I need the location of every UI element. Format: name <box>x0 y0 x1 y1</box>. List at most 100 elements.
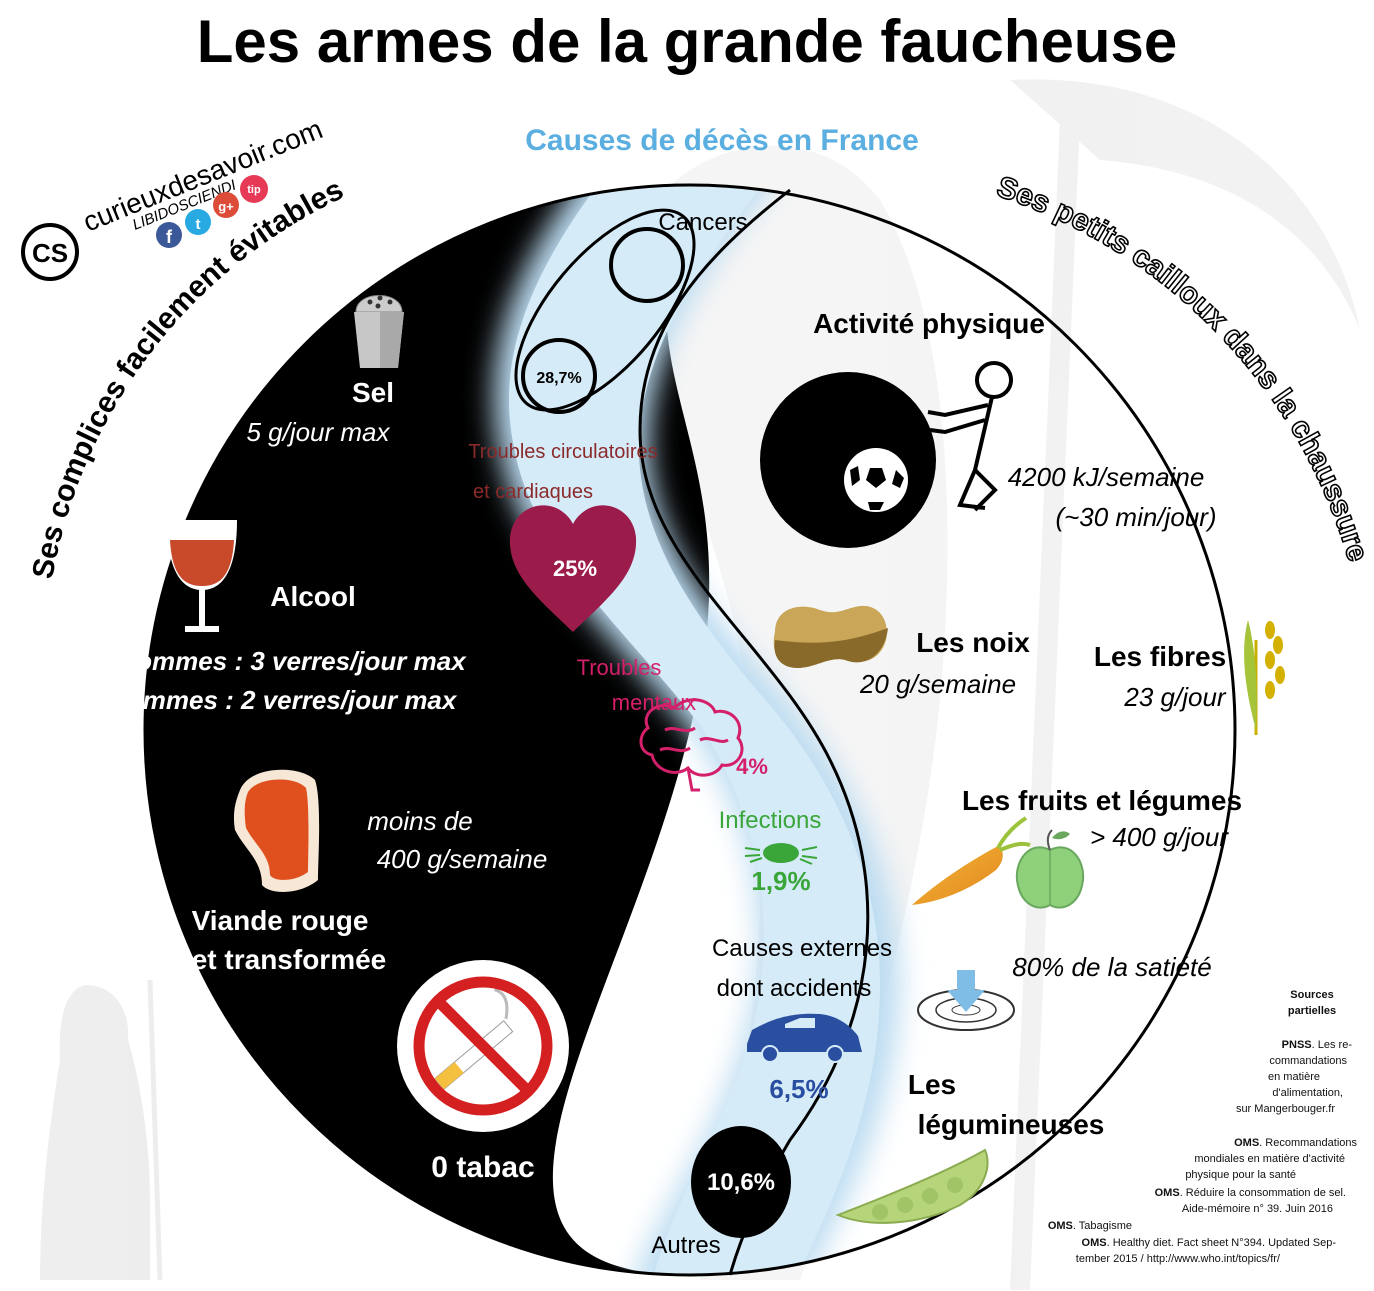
autres-label: Autres <box>651 1232 720 1259</box>
source-line-text: mondiales en matière d'activité <box>1194 1153 1345 1165</box>
logo-text: CS <box>32 238 68 268</box>
tip-icon[interactable]: tip <box>240 175 268 203</box>
apple-icon <box>1015 829 1085 909</box>
heart-icon <box>509 505 637 632</box>
source-line-bold: OMS <box>1048 1220 1073 1232</box>
source-line: en matière <box>1268 1071 1320 1083</box>
bacteria-icon <box>744 843 818 865</box>
brain-icon <box>639 698 744 792</box>
source-line-text: physique pour la santé <box>1185 1169 1296 1181</box>
red-meat-icon <box>233 769 320 892</box>
source-line: OMS. Réduire la consommation de sel. <box>1155 1187 1346 1199</box>
source-line: sur Mangerbouger.fr <box>1236 1103 1335 1115</box>
subtitle: Causes de décès en France <box>525 124 919 157</box>
source-line: Aide-mémoire n° 39. Juin 2016 <box>1182 1203 1333 1215</box>
cancers-value: 28,7% <box>536 370 581 387</box>
no-smoking-icon <box>397 960 569 1132</box>
wheat-icon <box>1244 620 1285 735</box>
source-line-bold: OMS <box>1234 1137 1259 1149</box>
sources-block: Sources partielles PNSS. Les re-commanda… <box>1048 989 1358 1265</box>
source-line: OMS. Tabagisme <box>1048 1220 1132 1232</box>
social-icons: f t g+ tip <box>156 175 268 248</box>
small-reaper-silhouette <box>40 979 163 1281</box>
carrot-icon <box>912 816 1031 905</box>
fruits-value: > 400 g/jour <box>1090 822 1229 852</box>
source-line-text: d'alimentation, <box>1272 1087 1343 1099</box>
source-line: OMS. Recommandations <box>1234 1137 1357 1149</box>
externes-value: 6,5% <box>769 1074 828 1104</box>
source-line: tember 2015 / http://www.who.int/topics/… <box>1076 1253 1281 1265</box>
autres-value: 10,6% <box>707 1169 775 1196</box>
source-line-text: . Réduire la consommation de sel. <box>1180 1187 1346 1199</box>
mentaux-label-line1: Troubles <box>577 655 662 680</box>
ball-background <box>760 372 936 548</box>
infections-value: 1,9% <box>751 866 810 896</box>
source-line-bold: OMS <box>1155 1187 1180 1199</box>
source-line-text: commandations <box>1269 1055 1347 1067</box>
source-line-text: en matière <box>1268 1071 1320 1083</box>
salt-shaker-icon <box>354 295 404 368</box>
circulatoires-label-line2: et cardiaques <box>473 481 593 503</box>
google-plus-icon[interactable]: g+ <box>213 192 239 218</box>
sources-heading-line2: partielles <box>1288 1005 1336 1017</box>
source-line: d'alimentation, <box>1272 1087 1343 1099</box>
tabac-label: 0 tabac <box>431 1151 534 1184</box>
sel-label: Sel <box>352 377 394 408</box>
mentaux-value: 4% <box>736 754 768 779</box>
satiety-icon <box>917 970 1015 1031</box>
causes-band <box>494 185 900 1275</box>
source-line-text: . Recommandations <box>1259 1137 1357 1149</box>
satiete-value: 80% de la satiété <box>1012 952 1211 982</box>
source-line: PNSS. Les re- <box>1282 1039 1353 1051</box>
viande-label-line2: et transformée <box>192 944 387 975</box>
activite-value-line1: 4200 kJ/semaine <box>1008 462 1205 492</box>
source-line-text: . Healthy diet. Fact sheet N°394. Update… <box>1107 1237 1337 1249</box>
fruits-label: Les fruits et légumes <box>962 785 1242 816</box>
source-line-bold: PNSS <box>1282 1039 1312 1051</box>
legumineuses-label-line1: Les <box>908 1069 956 1100</box>
autres-icon <box>691 1126 791 1238</box>
noix-value: 20 g/semaine <box>859 669 1016 699</box>
svg-text:f: f <box>166 227 173 247</box>
brand-logo: CS <box>21 223 79 281</box>
svg-text:g+: g+ <box>218 199 234 214</box>
activite-label: Activité physique <box>813 308 1045 339</box>
circulatoires-value: 25% <box>553 556 597 581</box>
legumineuses-label-line2: légumineuses <box>918 1109 1105 1140</box>
facebook-icon[interactable]: f <box>156 222 182 248</box>
viande-value-line2: 400 g/semaine <box>377 844 548 874</box>
source-line-text: . Tabagisme <box>1073 1220 1132 1232</box>
noix-label: Les noix <box>916 627 1030 658</box>
car-icon <box>747 1013 862 1063</box>
peanut-icon <box>773 605 888 668</box>
sel-value: 5 g/jour max <box>246 417 390 447</box>
source-line: physique pour la santé <box>1185 1169 1296 1181</box>
twitter-icon[interactable]: t <box>185 209 211 235</box>
svg-text:t: t <box>196 216 201 233</box>
source-line-bold: OMS <box>1082 1237 1107 1249</box>
viande-value-line1: moins de <box>367 806 473 836</box>
wine-glass-icon <box>167 520 237 632</box>
activite-value-line2: (~30 min/jour) <box>1055 502 1216 532</box>
source-line-text: . Les re- <box>1312 1039 1353 1051</box>
fibres-label: Les fibres <box>1094 641 1226 672</box>
alcool-women: femmes : 2 verres/jour max <box>120 685 458 715</box>
source-line: OMS. Healthy diet. Fact sheet N°394. Upd… <box>1082 1237 1337 1249</box>
stick-figure-icon <box>927 361 1013 512</box>
pea-pod-icon <box>835 1148 989 1224</box>
fibres-value: 23 g/jour <box>1123 682 1227 712</box>
divider-line <box>638 188 870 1276</box>
cancers-icon <box>514 208 696 414</box>
page-title: Les armes de la grande faucheuse <box>197 8 1177 75</box>
alcool-men: hommes : 3 verres/jour max <box>120 646 467 676</box>
infections-label: Infections <box>719 807 822 834</box>
source-line: commandations <box>1269 1055 1347 1067</box>
circulatoires-label-line1: Troubles circulatoires <box>468 441 657 463</box>
source-line-text: Aide-mémoire n° 39. Juin 2016 <box>1182 1203 1333 1215</box>
alcool-label: Alcool <box>270 581 356 612</box>
soccer-ball-icon <box>844 448 908 512</box>
externes-label-line2: dont accidents <box>717 975 872 1002</box>
viande-label-line1: Viande rouge <box>192 905 369 936</box>
